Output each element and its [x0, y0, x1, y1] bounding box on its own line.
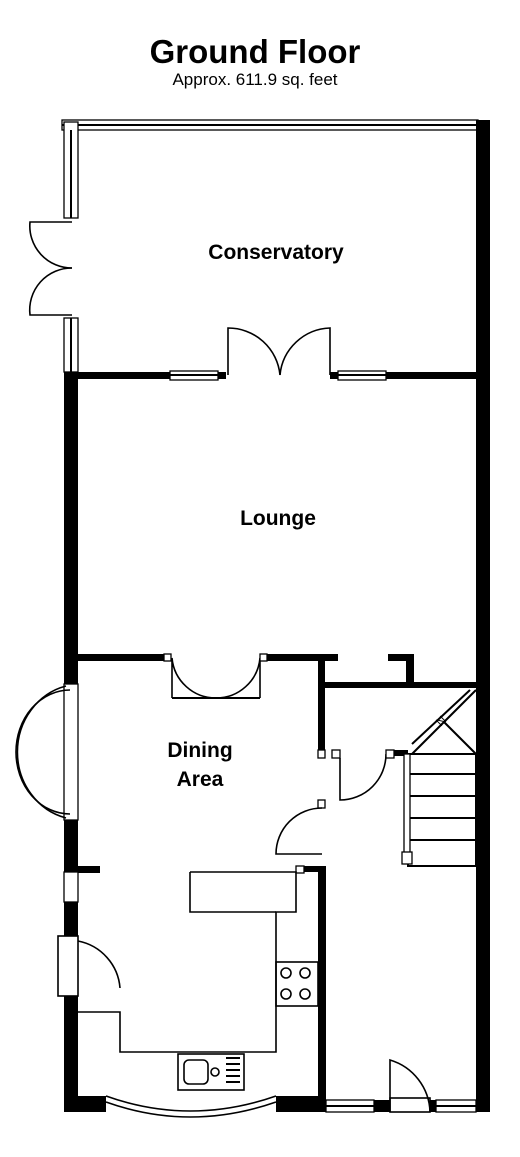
stair-direction-marker: N [433, 713, 449, 729]
lounge-double-door-icon [227, 327, 331, 376]
hall-partition-upper [318, 654, 325, 750]
kitchen-bay-window-icon [105, 1095, 277, 1118]
hall-door-icon [275, 807, 323, 855]
room-label-dining: Dining [167, 739, 232, 762]
kitchen-side-door-icon [57, 935, 121, 997]
cupboard-door-icon [339, 753, 387, 801]
conservatory-side-door-icon [28, 221, 73, 316]
left-outer-wall-lounge [64, 372, 78, 684]
front-door-icon [389, 1058, 431, 1113]
hall-top-wall [318, 682, 478, 688]
conservatory-frame [61, 119, 479, 373]
sink-icon [177, 1053, 245, 1091]
room-label-area: Area [177, 768, 224, 791]
room-label-conservatory: Conservatory [208, 241, 344, 264]
room-label-lounge: Lounge [240, 507, 316, 530]
hall-partition-lower [318, 866, 326, 1112]
dining-side-window [63, 871, 79, 903]
conservatory-lounge-wall-left [64, 372, 170, 379]
right-outer-wall [476, 120, 490, 1112]
floor-title: Ground Floor [150, 33, 361, 70]
hob-icon [275, 961, 319, 1007]
staircase-icon: N [401, 689, 477, 867]
left-outer-wall-dining [64, 820, 78, 872]
lounge-dining-wall [78, 654, 164, 661]
dining-double-door-icon [171, 657, 261, 699]
bottom-wall-left [64, 1096, 106, 1112]
left-outer-wall-kitchen [64, 996, 78, 1112]
bay-window-icon [15, 683, 79, 821]
floor-area: Approx. 611.9 sq. feet [172, 70, 337, 89]
